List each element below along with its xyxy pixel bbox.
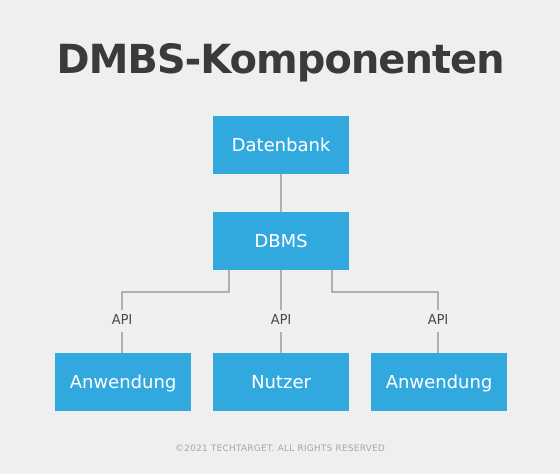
application-label-right: Anwendung xyxy=(385,371,493,393)
application-box-right: Anwendung xyxy=(371,353,507,411)
api-label-center: API xyxy=(270,313,292,328)
application-label-left: Anwendung xyxy=(69,371,177,393)
dbms-label: DBMS xyxy=(254,230,308,252)
api-label-left: API xyxy=(111,313,133,328)
database-box: Datenbank xyxy=(213,116,349,174)
line-dbms-api-right xyxy=(331,270,439,310)
dbms-box: DBMS xyxy=(213,212,349,270)
copyright-footer: ©2021 TECHTARGET. ALL RIGHTS RESERVED xyxy=(174,444,386,454)
database-label: Datenbank xyxy=(231,134,331,156)
page-title: DMBS-Komponenten xyxy=(56,37,504,83)
application-box-left: Anwendung xyxy=(55,353,191,411)
user-box: Nutzer xyxy=(213,353,349,411)
user-label: Nutzer xyxy=(251,371,311,393)
api-label-right: API xyxy=(427,313,449,328)
line-dbms-api-left xyxy=(121,270,230,310)
